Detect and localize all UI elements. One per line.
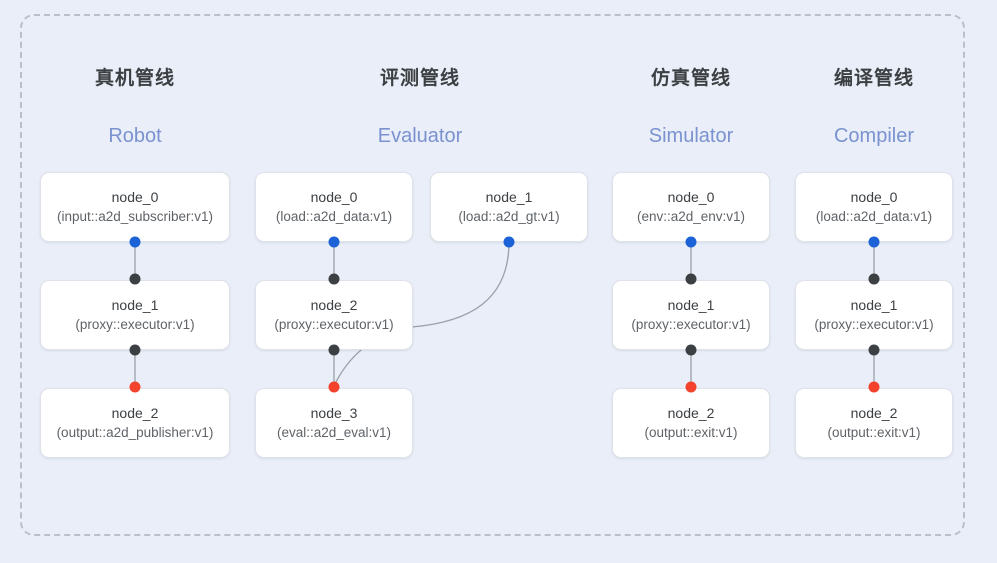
port-output-compiler-node-1[interactable] xyxy=(868,344,880,356)
port-output-evaluator-node-2[interactable] xyxy=(328,344,340,356)
node-name: node_3 xyxy=(310,405,358,421)
node-card-evaluator-node-3[interactable]: node_3 (eval::a2d_eval:v1) xyxy=(255,388,413,458)
node-card-evaluator-node-2[interactable]: node_2 (proxy::executor:v1) xyxy=(255,280,413,350)
node-card-robot-node-0[interactable]: node_0 (input::a2d_subscriber:v1) xyxy=(40,172,230,242)
column-title-cn-robot: 真机管线 xyxy=(94,68,175,89)
column-title-en-evaluator: Evaluator xyxy=(377,125,463,147)
node-name: node_2 xyxy=(111,405,159,421)
port-input-compiler-node-1[interactable] xyxy=(868,273,880,285)
port-output-compiler-node-0[interactable] xyxy=(868,236,880,248)
node-card-simulator-node-0[interactable]: node_0 (env::a2d_env:v1) xyxy=(612,172,770,242)
node-spec: (input::a2d_subscriber:v1) xyxy=(56,209,214,224)
port-output-robot-node-0[interactable] xyxy=(129,236,141,248)
node-spec: (proxy::executor:v1) xyxy=(75,317,195,332)
node-name: node_0 xyxy=(111,189,159,205)
node-name: node_0 xyxy=(310,189,358,205)
node-spec: (output::exit:v1) xyxy=(827,425,921,440)
port-input-evaluator-node-3[interactable] xyxy=(328,381,340,393)
diagram-dashed-frame xyxy=(20,14,965,536)
node-card-compiler-node-2[interactable]: node_2 (output::exit:v1) xyxy=(795,388,953,458)
port-input-simulator-node-1[interactable] xyxy=(685,273,697,285)
port-input-compiler-node-2[interactable] xyxy=(868,381,880,393)
node-spec: (load::a2d_gt:v1) xyxy=(458,209,560,224)
node-name: node_2 xyxy=(850,405,898,421)
node-name: node_1 xyxy=(667,297,715,313)
node-name: node_2 xyxy=(310,297,358,313)
column-title-cn-evaluator: 评测管线 xyxy=(379,68,460,89)
node-card-robot-node-1[interactable]: node_1 (proxy::executor:v1) xyxy=(40,280,230,350)
node-spec: (proxy::executor:v1) xyxy=(814,317,934,332)
node-card-simulator-node-1[interactable]: node_1 (proxy::executor:v1) xyxy=(612,280,770,350)
node-spec: (load::a2d_data:v1) xyxy=(815,209,933,224)
node-spec: (output::exit:v1) xyxy=(644,425,738,440)
node-name: node_0 xyxy=(667,189,715,205)
node-card-evaluator-node-0[interactable]: node_0 (load::a2d_data:v1) xyxy=(255,172,413,242)
node-spec: (proxy::executor:v1) xyxy=(631,317,751,332)
column-title-en-compiler: Compiler xyxy=(833,125,915,147)
node-name: node_0 xyxy=(850,189,898,205)
port-input-simulator-node-2[interactable] xyxy=(685,381,697,393)
node-card-evaluator-node-1[interactable]: node_1 (load::a2d_gt:v1) xyxy=(430,172,588,242)
port-input-evaluator-node-2[interactable] xyxy=(328,273,340,285)
node-card-compiler-node-1[interactable]: node_1 (proxy::executor:v1) xyxy=(795,280,953,350)
port-output-simulator-node-0[interactable] xyxy=(685,236,697,248)
column-title-cn-compiler: 编译管线 xyxy=(833,68,914,89)
node-name: node_2 xyxy=(667,405,715,421)
node-name: node_1 xyxy=(485,189,533,205)
column-title-cn-simulator: 仿真管线 xyxy=(650,68,731,89)
node-card-compiler-node-0[interactable]: node_0 (load::a2d_data:v1) xyxy=(795,172,953,242)
column-title-en-robot: Robot xyxy=(108,125,162,147)
node-spec: (load::a2d_data:v1) xyxy=(275,209,393,224)
port-output-simulator-node-1[interactable] xyxy=(685,344,697,356)
port-output-robot-node-1[interactable] xyxy=(129,344,141,356)
port-input-robot-node-1[interactable] xyxy=(129,273,141,285)
node-spec: (output::a2d_publisher:v1) xyxy=(56,425,214,440)
column-title-en-simulator: Simulator xyxy=(648,125,734,147)
port-input-robot-node-2[interactable] xyxy=(129,381,141,393)
node-spec: (proxy::executor:v1) xyxy=(274,317,394,332)
node-name: node_1 xyxy=(850,297,898,313)
node-card-simulator-node-2[interactable]: node_2 (output::exit:v1) xyxy=(612,388,770,458)
node-card-robot-node-2[interactable]: node_2 (output::a2d_publisher:v1) xyxy=(40,388,230,458)
port-output-evaluator-node-1[interactable] xyxy=(503,236,515,248)
node-name: node_1 xyxy=(111,297,159,313)
port-output-evaluator-node-0[interactable] xyxy=(328,236,340,248)
node-spec: (env::a2d_env:v1) xyxy=(636,209,746,224)
node-spec: (eval::a2d_eval:v1) xyxy=(276,425,392,440)
